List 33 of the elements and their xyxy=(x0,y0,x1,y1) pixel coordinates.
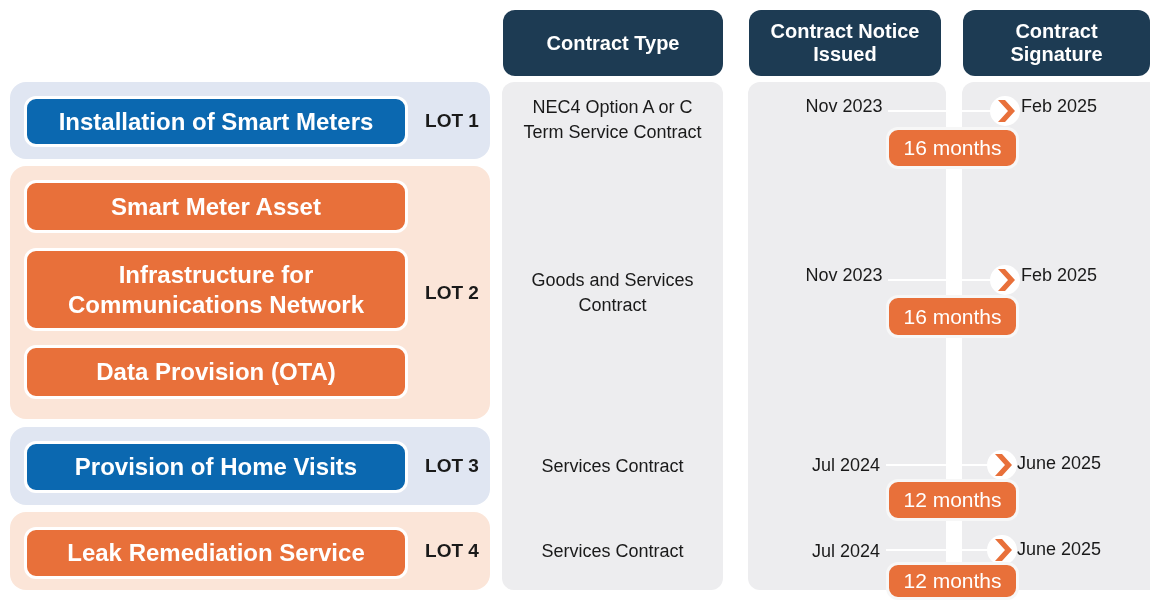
lot-band xyxy=(10,427,490,505)
duration-pill: 16 months xyxy=(886,295,1019,338)
lot-band xyxy=(10,82,490,159)
date-text: Nov 2023 xyxy=(800,94,888,118)
date-text: Nov 2023 xyxy=(800,263,888,287)
column-header: Contract Type xyxy=(503,10,723,76)
duration-pill: 12 months xyxy=(886,479,1019,521)
column-header: Contract Notice Issued xyxy=(749,10,941,76)
contract-type-text: NEC4 Option A or C Term Service Contract xyxy=(522,96,703,144)
lot-item-box: Data Provision (OTA) xyxy=(24,345,408,399)
lot-band xyxy=(10,512,490,590)
lot-number: LOT 2 xyxy=(424,280,480,305)
lot-number: LOT 3 xyxy=(424,453,480,478)
contract-type-text: Services Contract xyxy=(540,454,685,478)
date-text: June 2025 xyxy=(1012,537,1106,561)
lot-item-box: Smart Meter Asset xyxy=(24,180,408,233)
date-text: Feb 2025 xyxy=(1015,94,1103,118)
contract-type-text: Services Contract xyxy=(540,539,685,563)
date-text: Jul 2024 xyxy=(806,453,886,477)
lot-item-box: Infrastructure for Communications Network xyxy=(24,248,408,331)
contract-type-text: Goods and Services Contract xyxy=(530,268,695,317)
duration-pill: 16 months xyxy=(886,127,1019,169)
column-header: Contract Signature xyxy=(963,10,1150,76)
date-text: Feb 2025 xyxy=(1015,263,1103,287)
lot-number: LOT 1 xyxy=(424,108,480,133)
date-text: June 2025 xyxy=(1012,451,1106,475)
lot-band xyxy=(10,166,490,419)
lot-number: LOT 4 xyxy=(424,538,480,563)
duration-pill: 12 months xyxy=(886,562,1019,600)
lot-item-box: Provision of Home Visits xyxy=(24,441,408,493)
lot-item-box: Leak Remediation Service xyxy=(24,527,408,579)
date-text: Jul 2024 xyxy=(806,539,886,563)
lot-item-box: Installation of Smart Meters xyxy=(24,96,408,147)
